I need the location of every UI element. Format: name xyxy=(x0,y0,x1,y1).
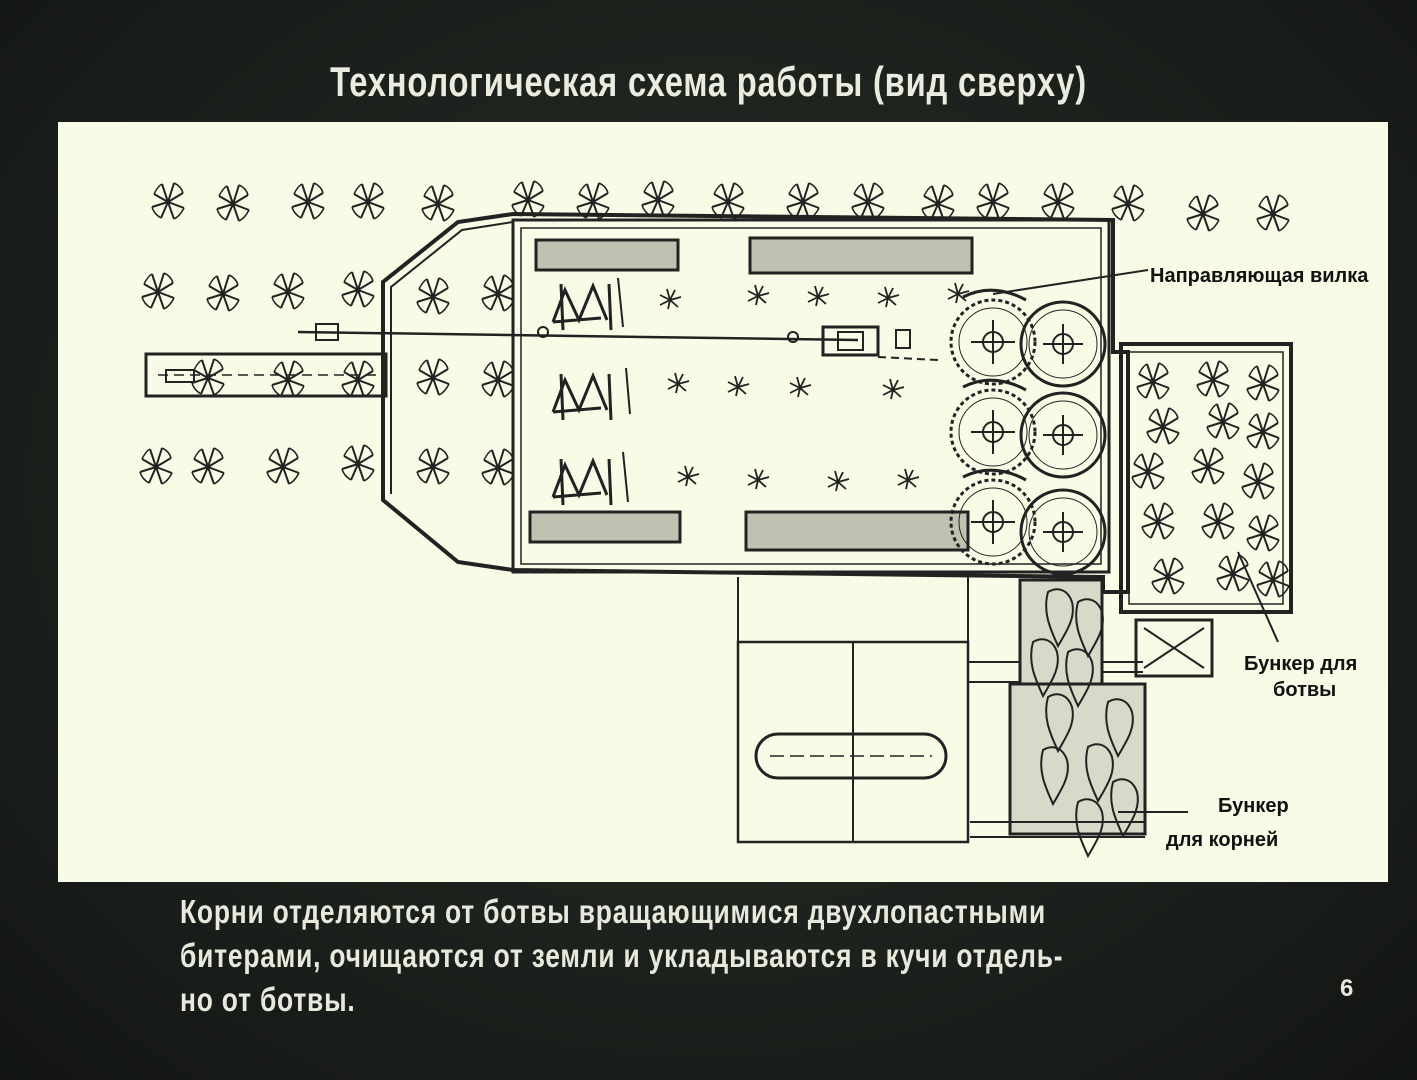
tops-bunker xyxy=(1119,342,1293,643)
roots-bunker-label-2: для корней xyxy=(1166,829,1278,851)
machine-diagram: Направляющая вилка Бункер для ботвы xyxy=(139,180,1369,857)
conveyor-belts xyxy=(528,236,974,552)
roots-bunker-label-1: Бункер xyxy=(1218,795,1289,817)
tops-bunker-label-2: ботвы xyxy=(1273,679,1336,701)
drive-box xyxy=(1134,618,1214,678)
roots-bunker xyxy=(968,578,1188,857)
chassis xyxy=(736,577,970,844)
tops-on-conveyor xyxy=(659,282,970,492)
page-number: 6 xyxy=(1340,975,1354,1002)
tractor-drawbar xyxy=(144,323,939,398)
caption-line-1: Корни отделяются от ботвы вращающимися д… xyxy=(180,893,1046,930)
slide-title: Технологическая схема работы (вид сверху… xyxy=(330,58,1087,105)
harvester-frame xyxy=(381,211,1130,594)
digger-forks xyxy=(551,277,631,507)
caption-line-3: но от ботвы. xyxy=(180,981,356,1018)
diagram-panel: Направляющая вилка Бункер для ботвы xyxy=(58,122,1388,882)
beater-rotors xyxy=(949,288,1107,576)
slide-caption: Корни отделяются от ботвы вращающимися д… xyxy=(180,890,1064,1022)
guide-fork-leader xyxy=(992,269,1149,295)
tops-bunker-label-1: Бункер для xyxy=(1244,653,1357,675)
guide-fork-label: Направляющая вилка xyxy=(1150,265,1369,287)
caption-line-2: битерами, очищаются от земли и укладываю… xyxy=(180,937,1064,974)
